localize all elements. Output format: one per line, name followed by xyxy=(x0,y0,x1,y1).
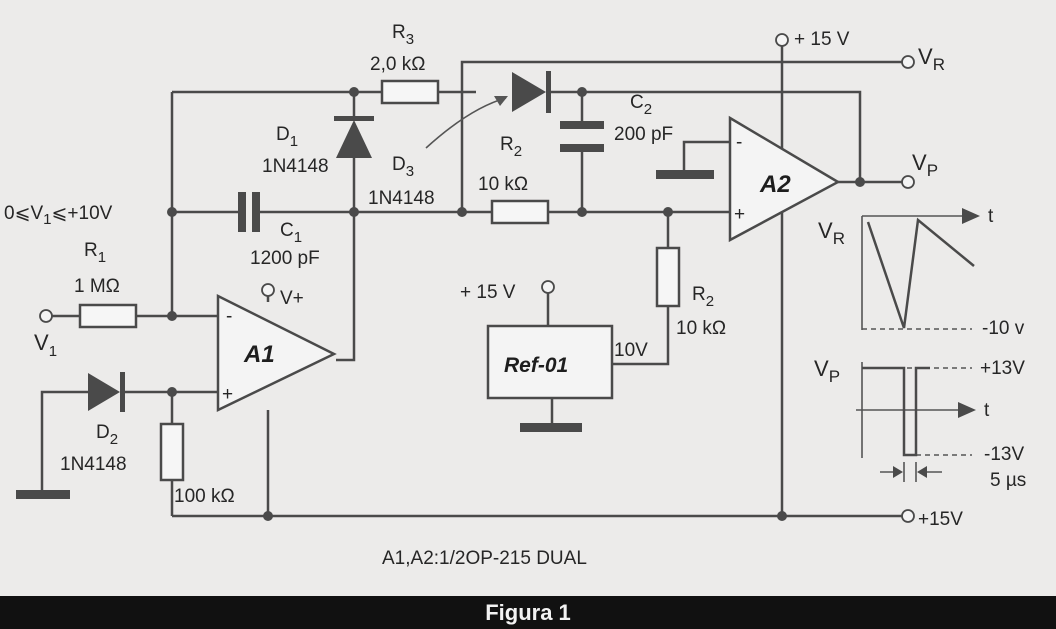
junction-dot xyxy=(855,177,865,187)
junction-dot xyxy=(577,87,587,97)
figure-caption: A1,A2:1/2OP-215 DUAL xyxy=(382,548,587,569)
d3-name-label: D3 xyxy=(392,154,414,180)
d3-pointer-arrowhead xyxy=(494,96,508,106)
vp-axis-arrowhead xyxy=(958,402,976,418)
a1-name-label: A1 xyxy=(243,341,275,368)
vp-high-level-label: +13V xyxy=(980,358,1025,379)
vp-output-terminal xyxy=(901,175,915,189)
c2-name-label: C2 xyxy=(630,92,652,118)
d3-part-label: 1N4148 xyxy=(368,188,435,209)
resistor-r1 xyxy=(78,303,138,329)
junction-dot xyxy=(167,207,177,217)
a1-supply-terminal xyxy=(261,283,275,297)
junction-dot xyxy=(167,387,177,397)
vr-waveform-label: VR xyxy=(818,218,845,248)
ref-01-label: Ref-01 xyxy=(504,354,568,377)
bottom-rail-terminal xyxy=(901,509,915,523)
diode-d3 xyxy=(512,71,551,113)
opamp-a1 xyxy=(216,293,337,412)
resistor-r2-series xyxy=(490,199,550,225)
diode-d2 xyxy=(88,372,125,412)
a2-minus-label: - xyxy=(736,132,742,153)
r2-series-name-label: R2 xyxy=(500,134,522,160)
a2-name-label: A2 xyxy=(759,171,791,198)
a1-minus-label: - xyxy=(226,306,232,327)
ref-output-voltage-label: 10V xyxy=(614,340,648,361)
r2-ref-value-label: 10 kΩ xyxy=(676,318,726,339)
r3-value-label: 2,0 kΩ xyxy=(370,54,425,75)
resistor-100k xyxy=(159,422,185,482)
c1-name-label: C1 xyxy=(280,220,302,246)
vp-output-label: VP xyxy=(912,150,938,180)
figure-title: Figura 1 xyxy=(485,600,571,625)
vp-time-axis-label: t xyxy=(984,400,990,421)
opamp-a2 xyxy=(728,115,841,243)
a2-plus-label: + xyxy=(734,204,745,225)
pulse-width-arrowhead-right xyxy=(917,466,927,478)
junction-dot xyxy=(263,511,273,521)
a1-supply-label: V+ xyxy=(280,288,304,309)
bottom-rail-label: +15V xyxy=(918,509,963,530)
d1-part-label: 1N4148 xyxy=(262,156,329,177)
resistor-r2-ref xyxy=(655,246,681,308)
d3-pointer-arrow xyxy=(425,97,507,149)
d2-part-label: 1N4148 xyxy=(60,454,127,475)
vp-waveform-panel xyxy=(856,362,976,482)
wires xyxy=(40,44,902,518)
vr-level-label: -10 v xyxy=(982,318,1025,339)
r-100k-value-label: 100 kΩ xyxy=(174,486,235,507)
v1-input-terminal xyxy=(39,309,53,323)
junction-dot xyxy=(777,511,787,521)
vr-axis-arrowhead xyxy=(962,208,980,224)
capacitor-c1 xyxy=(238,192,260,232)
vr-output-label: VR xyxy=(918,44,945,74)
ground-symbol-c2 xyxy=(656,170,714,179)
ref-01-block xyxy=(486,324,614,400)
vp-waveform-label: VP xyxy=(814,356,840,386)
r2-ref-name-label: R2 xyxy=(692,284,714,310)
r1-name-label: R1 xyxy=(84,240,106,266)
v1-label: V1 xyxy=(34,330,57,360)
junction-dot xyxy=(663,207,673,217)
ground-symbol-ref xyxy=(520,423,582,432)
vr-output-terminal xyxy=(901,55,915,69)
ground-symbol-d2 xyxy=(16,490,70,499)
vp-low-level-label: -13V xyxy=(984,444,1024,465)
capacitor-c2 xyxy=(560,121,604,152)
d2-name-label: D2 xyxy=(96,422,118,448)
vr-waveform-panel xyxy=(861,208,980,330)
a2-supply-terminal xyxy=(775,33,789,47)
ref-supply-label: + 15 V xyxy=(460,282,516,303)
c2-value-label: 200 pF xyxy=(614,124,673,145)
d1-name-label: D1 xyxy=(276,124,298,150)
input-range-label: 0⩽V1⩽+10V xyxy=(4,203,113,228)
a1-plus-label: + xyxy=(222,384,233,405)
c1-value-label: 1200 pF xyxy=(250,248,320,269)
ref-supply-terminal xyxy=(541,280,555,294)
pulse-width-arrowhead-left xyxy=(893,466,903,478)
junction-dot xyxy=(167,311,177,321)
vr-time-axis-label: t xyxy=(988,206,994,227)
junction-dot xyxy=(577,207,587,217)
diode-d1 xyxy=(334,116,374,158)
vr-sawtooth-trace xyxy=(866,217,975,329)
resistor-r3 xyxy=(380,79,440,105)
r2-series-value-label: 10 kΩ xyxy=(478,174,528,195)
r3-name-label: R3 xyxy=(392,22,414,48)
vp-pulse-trace xyxy=(862,366,930,457)
a2-supply-label: + 15 V xyxy=(794,29,850,50)
junction-dot xyxy=(349,207,359,217)
figure-footer-bar xyxy=(0,596,1056,629)
pulse-width-label: 5 µs xyxy=(990,470,1026,491)
junctions xyxy=(167,87,865,521)
r1-value-label: 1 MΩ xyxy=(74,276,120,297)
junction-dot xyxy=(457,207,467,217)
junction-dot xyxy=(349,87,359,97)
